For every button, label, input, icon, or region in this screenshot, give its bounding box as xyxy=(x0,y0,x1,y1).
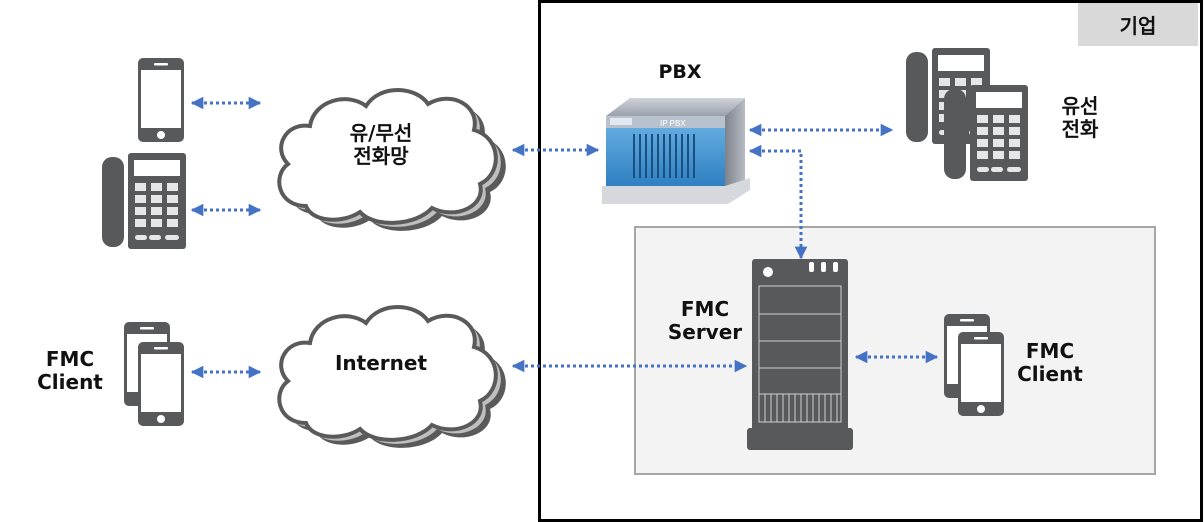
fmc-server-icon xyxy=(747,259,853,450)
pstn-cloud-label-line1: 유/무선 xyxy=(349,121,413,145)
fmc-server-label: FMC Server xyxy=(660,298,750,344)
fmc-server-line1: FMC xyxy=(680,297,730,321)
fmc-client-left-label: FMC Client xyxy=(30,348,110,394)
fmc-client-right-line2: Client xyxy=(1017,362,1083,386)
fmc-zone xyxy=(634,226,1156,475)
pstn-cloud-label-line2: 전화망 xyxy=(353,144,409,168)
pbx-device-icon: IP PBX xyxy=(602,98,750,204)
wired-phone-label: 유선 전화 xyxy=(1040,95,1120,141)
fmc-server-line2: Server xyxy=(667,320,743,344)
internet-cloud-label: Internet xyxy=(334,351,428,375)
wired-phone-line1: 유선 xyxy=(1061,94,1099,118)
fmc-client-left-line2: Client xyxy=(37,370,103,394)
fmc-client-right-label: FMC Client xyxy=(1010,340,1090,386)
pbx-device-text: IP PBX xyxy=(660,119,686,128)
pbx-label: PBX xyxy=(658,61,702,83)
pstn-cloud-label: 유/무선 전화망 xyxy=(316,122,446,168)
connector-pbx-fmcserver xyxy=(748,144,808,260)
fmc-client-right-line1: FMC xyxy=(1025,339,1075,363)
enterprise-boundary xyxy=(538,0,1203,522)
wired-phone-line2: 전화 xyxy=(1061,117,1099,141)
fmc-client-left-line1: FMC xyxy=(45,347,95,371)
enterprise-label: 기업 xyxy=(1078,3,1198,46)
